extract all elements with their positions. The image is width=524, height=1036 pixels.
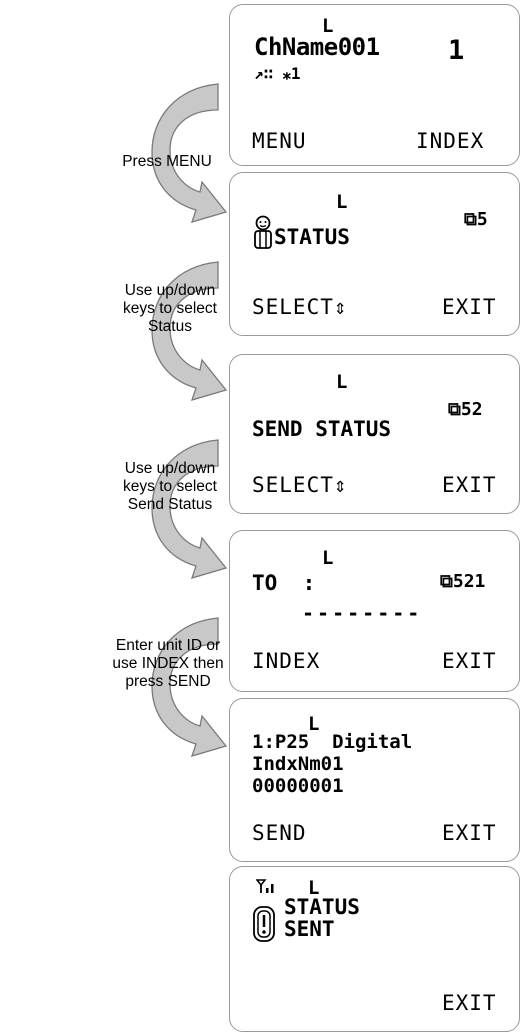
caption-select-send-status: Use up/down keys to select Send Status <box>123 460 217 513</box>
radio-screen-send-status-menu: L ⧉52 SEND STATUS SELECT⇕ EXIT <box>229 354 520 514</box>
menu-index: ⧉52 <box>448 399 483 420</box>
radio-screen-unit-select: L 1:P25 Digital IndxNm01 00000001 SEND E… <box>229 698 520 862</box>
unit-id-line: 00000001 <box>252 775 344 797</box>
softkey-select[interactable]: SELECT⇕ <box>252 473 348 497</box>
status-person-icon <box>254 215 272 249</box>
system-line: 1:P25 Digital <box>252 731 413 753</box>
softkey-select[interactable]: SELECT⇕ <box>252 295 348 319</box>
indicator-l: L <box>336 371 348 393</box>
status-icons: ↗∷ ⁎1 <box>254 64 301 83</box>
message-sent: SENT <box>284 917 335 941</box>
caption-enter-unit-id: Enter unit ID or use INDEX then press SE… <box>112 637 224 690</box>
softkey-send[interactable]: SEND <box>252 821 307 845</box>
softkey-index[interactable]: INDEX <box>252 649 321 673</box>
channel-number: 1 <box>448 35 465 66</box>
menu-index: ⧉521 <box>440 571 486 592</box>
radio-screen-home: L ChName001 1 ↗∷ ⁎1 MENU INDEX <box>229 4 520 166</box>
index-name-line: IndxNm01 <box>252 753 344 775</box>
radio-screen-status-menu: L STATUS ⧉5 SELECT⇕ EXIT <box>229 172 520 336</box>
caption-select-status: Use up/down keys to select Status <box>123 282 217 335</box>
indicator-l: L <box>322 15 334 37</box>
indicator-l: L <box>308 713 320 735</box>
caption-press-menu: Press MENU <box>122 153 212 170</box>
radio-screen-to-entry: L TO : ⧉521 -------- INDEX EXIT <box>229 530 520 692</box>
softkey-index[interactable]: INDEX <box>416 129 485 153</box>
unit-id-entry-field[interactable]: -------- <box>302 601 423 625</box>
message-status: STATUS <box>284 895 360 919</box>
channel-name: ChName001 <box>254 33 380 61</box>
menu-title-send-status: SEND STATUS <box>252 417 392 441</box>
softkey-exit[interactable]: EXIT <box>442 991 497 1015</box>
softkey-exit[interactable]: EXIT <box>442 821 497 845</box>
menu-index: ⧉5 <box>464 209 488 230</box>
status-sent-icon <box>253 906 275 942</box>
menu-title-status: STATUS <box>274 225 350 249</box>
indicator-l: L <box>336 191 348 213</box>
indicator-l: L <box>322 547 334 569</box>
softkey-menu[interactable]: MENU <box>252 129 307 153</box>
indicator-l: L <box>308 877 320 899</box>
signal-icon <box>256 879 274 893</box>
softkey-exit[interactable]: EXIT <box>442 295 497 319</box>
to-label: TO : <box>252 571 316 595</box>
softkey-exit[interactable]: EXIT <box>442 473 497 497</box>
softkey-exit[interactable]: EXIT <box>442 649 497 673</box>
radio-screen-status-sent: L STATUS SENT EXIT <box>229 866 520 1032</box>
